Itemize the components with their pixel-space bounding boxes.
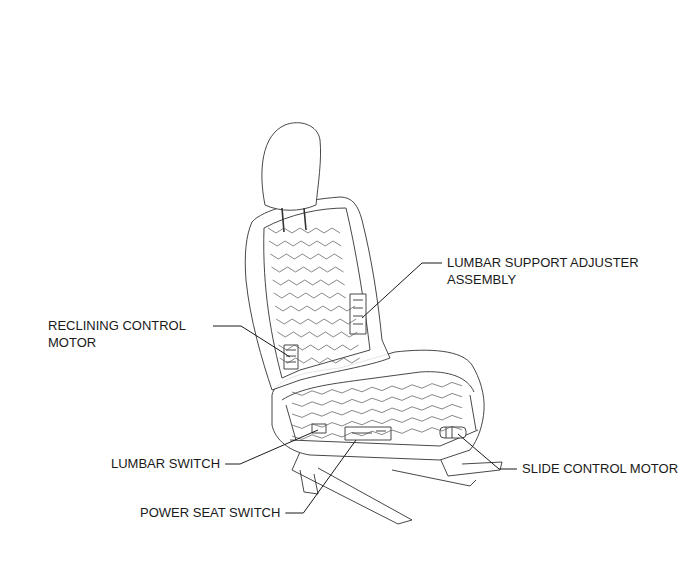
seat-backrest (245, 197, 390, 390)
seat-spring (280, 358, 360, 363)
part-label: POWER SEAT SWITCH (140, 504, 280, 521)
leader-line (458, 434, 517, 469)
backrest-frame (264, 208, 370, 378)
headrest (262, 123, 321, 211)
seat-spring (270, 254, 342, 259)
seat-rail (292, 452, 412, 524)
seat-spring (272, 267, 344, 272)
cushion-frame (286, 395, 476, 440)
seat-spring (277, 332, 357, 337)
part-label: LUMBAR SUPPORT ADJUSTER ASSEMBLY (447, 254, 677, 288)
part-label: SLIDE CONTROL MOTOR (522, 460, 678, 477)
lumbar-adjuster (350, 294, 366, 334)
part-label: LUMBAR SWITCH (111, 455, 220, 472)
leader-line (362, 263, 442, 318)
seat-spring (292, 426, 462, 439)
seat-spring (275, 306, 355, 311)
seat-spring (273, 280, 345, 285)
seat-spring (269, 241, 341, 246)
part-label: RECLINING CONTROL MOTOR (48, 317, 208, 351)
leader-line (213, 326, 290, 357)
seat-leg (300, 470, 318, 494)
seat-rail (440, 458, 502, 476)
seat-spring (292, 382, 462, 395)
leader-line (285, 440, 356, 513)
seat-spring (292, 415, 462, 428)
seat-rail (392, 470, 476, 486)
seat-spring (276, 319, 356, 324)
seat-spring (279, 345, 359, 350)
reclining-motor (284, 345, 298, 369)
seat-spring (274, 293, 346, 298)
headrest-stay (282, 208, 306, 232)
leader-line (225, 430, 318, 464)
seat-spring (268, 228, 340, 233)
slide-motor (440, 427, 466, 438)
seat-spring (292, 393, 462, 406)
seat-spring (292, 404, 462, 417)
